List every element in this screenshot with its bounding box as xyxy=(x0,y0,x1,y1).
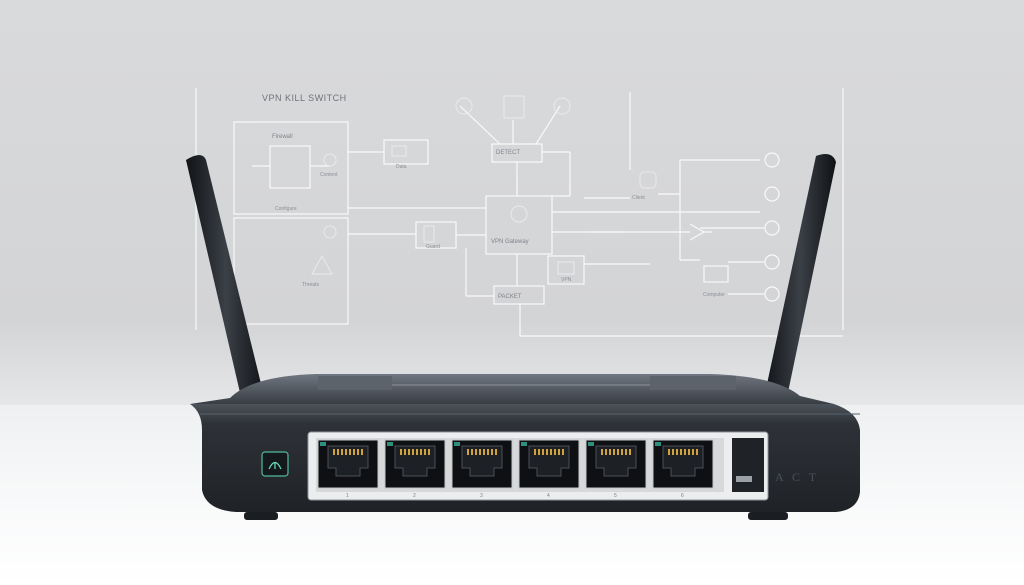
port-number: 5 xyxy=(614,493,617,499)
svg-text:Configure: Configure xyxy=(275,206,297,212)
svg-text:VPN: VPN xyxy=(561,277,572,283)
port-number: 4 xyxy=(547,493,550,499)
svg-text:Client: Client xyxy=(632,195,645,201)
diagram-title: VPN KILL SWITCH xyxy=(262,93,347,103)
svg-text:DETECT: DETECT xyxy=(496,150,520,156)
ethernet-port: 2 xyxy=(384,439,446,499)
ethernet-port: 5 xyxy=(585,439,647,499)
svg-text:VPN Gateway: VPN Gateway xyxy=(491,239,529,245)
ethernet-port: 3 xyxy=(451,439,513,499)
svg-text:Content: Content xyxy=(320,172,338,178)
ethernet-port: 1 xyxy=(317,439,379,499)
user-icon xyxy=(510,205,528,223)
gear-icon xyxy=(323,153,337,167)
headset-icon xyxy=(455,97,473,115)
alert-icon xyxy=(311,254,333,275)
port-number: 1 xyxy=(346,493,349,499)
port-number: 3 xyxy=(480,493,483,499)
svg-text:Computer: Computer xyxy=(703,292,725,298)
ethernet-port: 6 xyxy=(652,439,714,499)
port-number: 6 xyxy=(681,493,684,499)
svg-text:Guard: Guard xyxy=(426,244,440,250)
svg-text:Data: Data xyxy=(396,164,407,170)
svg-text:PACKET: PACKET xyxy=(498,294,522,300)
ethernet-port: 4 xyxy=(518,439,580,499)
right-antenna xyxy=(764,154,836,402)
act-label: A C T xyxy=(775,470,820,484)
document-icon xyxy=(503,95,525,119)
left-antenna xyxy=(186,155,266,410)
globe-icon xyxy=(323,225,337,239)
svg-text:Threats: Threats xyxy=(302,282,319,288)
port-number: 2 xyxy=(413,493,416,499)
shield-icon xyxy=(553,97,571,115)
svg-text:Firewall: Firewall xyxy=(272,134,293,140)
